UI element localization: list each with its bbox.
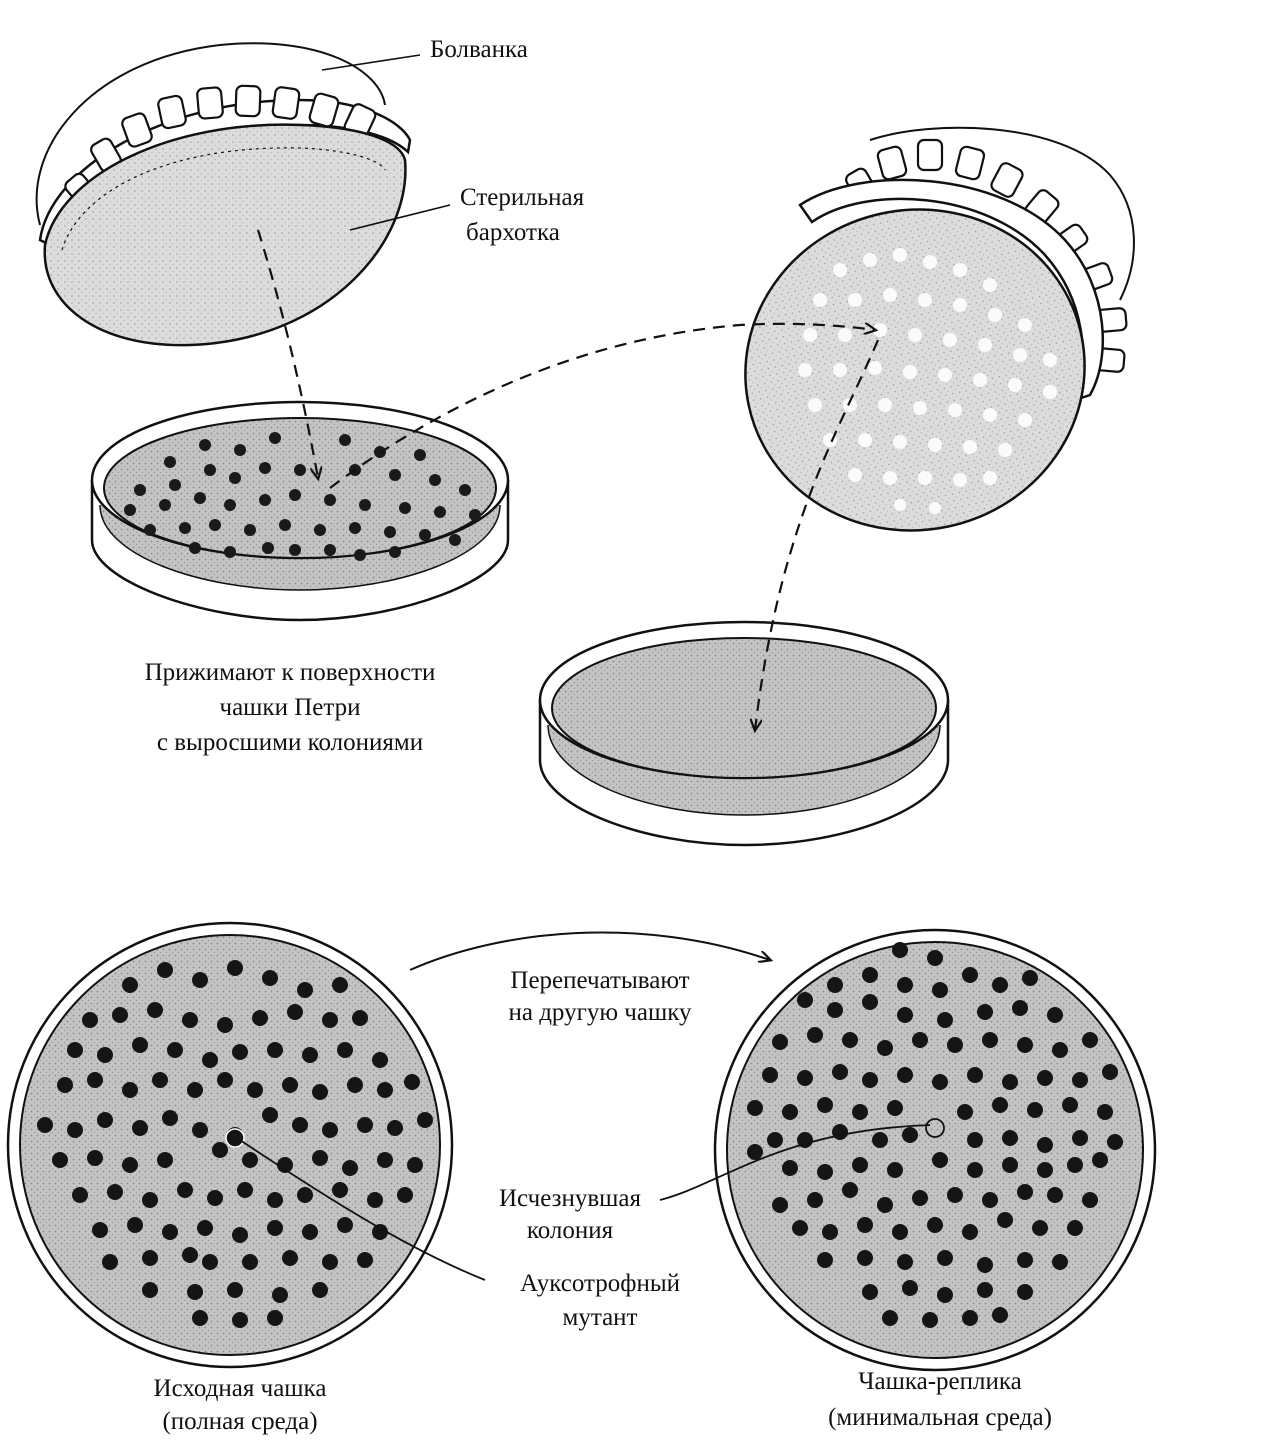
label-missing-colony-line1: Исчезнувшая xyxy=(498,1185,642,1212)
label-sterile-velvet-line1: Стерильная xyxy=(460,184,585,211)
label-auxotroph-line2: мутант xyxy=(562,1304,638,1331)
label-original-plate-line2: (полная среда) xyxy=(162,1408,318,1435)
label-sterile-velvet-line2: бархотка xyxy=(466,219,560,246)
print-arrow xyxy=(755,339,880,730)
label-press-line2: чашки Петри xyxy=(219,694,361,721)
label-stamp: Болванка xyxy=(430,36,528,63)
auxotroph-leader-line xyxy=(239,1139,486,1281)
label-replica-plate-line1: Чашка-реплика xyxy=(858,1368,1022,1395)
empty-petri-dish xyxy=(538,620,950,847)
label-auxotroph-line1: Ауксотрофный xyxy=(519,1270,681,1297)
label-replica-plate-line2: (минимальная среда) xyxy=(828,1404,1052,1431)
stamp-with-velvet-right xyxy=(744,126,1135,532)
lift-arrow xyxy=(329,324,875,489)
label-transfer-line2: на другую чашку xyxy=(508,999,692,1026)
label-press-line1: Прижимают к поверхности xyxy=(144,659,436,686)
label-press-line3: с выросшими колониями xyxy=(156,729,424,756)
replica-plate xyxy=(713,928,1157,1372)
press-arrow xyxy=(256,229,318,478)
label-original-plate-line1: Исходная чашка xyxy=(153,1375,327,1402)
stamp-leader-line xyxy=(321,54,421,71)
label-missing-colony-line2: колония xyxy=(526,1217,614,1244)
stamp-with-velvet-left xyxy=(35,42,412,347)
transfer-arrow xyxy=(409,931,770,971)
missing-colony-spot xyxy=(925,1118,945,1138)
petri-dish-with-colonies xyxy=(90,400,510,622)
missing-colony-leader-line xyxy=(659,1124,931,1201)
process-arrows xyxy=(256,229,880,730)
label-transfer-line1: Перепечатывают xyxy=(510,967,690,994)
original-plate xyxy=(6,921,454,1369)
velvet-leader-line xyxy=(349,204,451,231)
auxotroph-colony xyxy=(225,1128,245,1148)
